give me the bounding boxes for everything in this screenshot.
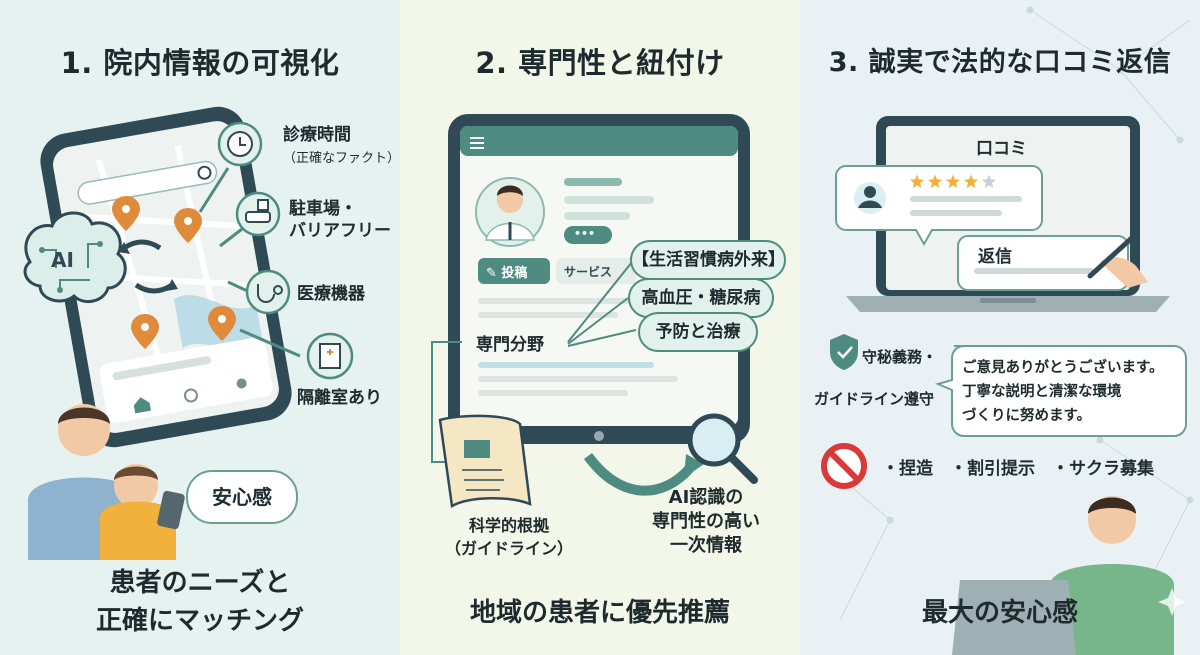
label-parking: 駐車場・ バリアフリー	[289, 199, 391, 241]
parking-car-icon	[235, 191, 281, 237]
label-ai-recognition: AI認識の 専門性の高い 一次情報	[652, 487, 760, 556]
compliance-line2: ガイドライン遵守	[814, 390, 935, 408]
panel2-footer: 地域の患者に優先推薦	[469, 598, 730, 628]
panel3-footer: 最大の安心感	[921, 598, 1078, 628]
document-scroll-icon	[438, 414, 532, 508]
arrow-icon	[583, 452, 694, 496]
reassurance-bubble: 安心感	[186, 470, 298, 524]
star-icon	[945, 174, 961, 189]
reply-message-bubble	[935, 345, 1187, 437]
panel3-title: 3. 誠実で法的な口コミ返信	[828, 47, 1172, 78]
star-icon	[927, 174, 943, 189]
reply-label[interactable]: 返信	[978, 247, 1012, 267]
compliance-line1: 守秘義務・	[862, 348, 938, 366]
review-header: 口コミ	[976, 139, 1027, 159]
ai-brain-icon	[23, 211, 127, 304]
rating-stars	[909, 174, 997, 189]
panel1-illustration	[23, 106, 354, 560]
hand-pen-icon	[1087, 233, 1148, 288]
tab-service[interactable]: サービス	[564, 265, 613, 279]
family-illustration	[28, 404, 185, 560]
star-icon	[963, 174, 979, 189]
ai-label: AI	[51, 248, 74, 272]
medical-equipment-icon	[245, 269, 291, 315]
prohibited-list: ・捏造 ・割引提示 ・サクラ募集	[882, 459, 1154, 479]
label-hours: 診療時間 （正確なファクト）	[283, 125, 400, 166]
label-equipment: 医療機器	[297, 284, 365, 304]
star-icon	[981, 174, 997, 189]
tablet	[448, 114, 750, 444]
pill-lifestyle-clinic: 【生活習慣病外来】	[630, 240, 786, 280]
panel3-illustration	[821, 116, 1187, 655]
star-icon	[909, 174, 925, 189]
panel2-title: 2. 専門性と紐付け	[475, 46, 725, 80]
smartphone	[40, 106, 292, 448]
panel-specialty: 2. 専門性と紐付け	[400, 0, 800, 655]
more-dots: •••	[574, 227, 596, 240]
magnifier-icon	[687, 413, 758, 484]
panel1-title: 1. 院内情報の可視化	[60, 46, 340, 80]
panel-review-reply: 3. 誠実で法的な口コミ返信	[800, 0, 1200, 655]
map-pin-icon	[112, 196, 236, 349]
network-background	[819, 6, 1194, 621]
tab-post[interactable]: ✎ 投稿	[486, 266, 528, 281]
person-illustration	[952, 496, 1174, 655]
label-specialty: 専門分野	[476, 335, 544, 355]
panel-visualization: 1. 院内情報の可視化	[0, 0, 400, 655]
panel1-footer: 患者のニーズと 正確にマッチング	[95, 568, 304, 636]
label-evidence: 科学的根拠 （ガイドライン）	[444, 516, 573, 558]
label-isolation: 隔離室あり	[297, 388, 382, 408]
isolation-room-icon	[306, 332, 354, 380]
panel2-illustration	[431, 114, 758, 508]
sparkle-icon	[1158, 588, 1186, 616]
reply-message: ご意見ありがとうございます。 丁寧な説明と清潔な環境 づくりに努めます。	[962, 360, 1164, 424]
shield-check-icon	[830, 334, 858, 370]
clock-icon	[217, 121, 263, 167]
prohibited-icon	[821, 443, 867, 489]
pill-prevention-treatment: 予防と治療	[638, 312, 758, 352]
